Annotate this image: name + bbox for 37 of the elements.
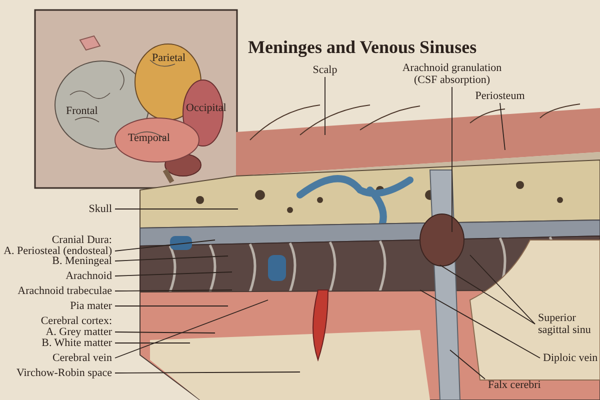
callout-label: Falx cerebri (488, 379, 541, 391)
leader-line (440, 264, 536, 324)
lobe-label: Temporal (128, 132, 170, 144)
callout-label: Cerebral vein (52, 352, 112, 364)
callout-label: Periosteum (475, 90, 525, 102)
callout-label: Superior sagittal sinu (538, 312, 598, 336)
callout-label: Arachnoid trabeculae (18, 285, 112, 297)
callout-label: Diploic vein (543, 352, 598, 364)
callout-label: B. White matter (42, 337, 112, 349)
leader-line (114, 290, 232, 292)
callout-label: Skull (88, 203, 112, 215)
callout-label: Scalp (312, 64, 338, 76)
leader-line (114, 342, 190, 344)
leader-line (114, 272, 232, 276)
leader-line (420, 290, 540, 358)
callout-label: Arachnoid granulation (CSF absorption) (394, 62, 510, 86)
callout-label: Pia mater (70, 300, 112, 312)
leader-line (450, 350, 486, 380)
group-heading: Cranial Dura: (52, 234, 112, 246)
lobe-label: Frontal (66, 105, 98, 117)
callout-label: Arachnoid (66, 270, 112, 282)
leader-line (470, 254, 536, 324)
leader-line (114, 300, 268, 358)
leader-line (324, 76, 326, 136)
group-heading: Cerebral cortex: (40, 315, 112, 327)
callout-label: Virchow-Robin space (16, 367, 112, 379)
callout-label: B. Meningeal (52, 255, 112, 267)
callout-label: A. Grey matter (46, 326, 112, 338)
title: Meninges and Venous Sinuses (248, 37, 477, 58)
leader-line (114, 332, 216, 334)
leader-line (114, 208, 238, 210)
leader-line (114, 256, 228, 262)
callout-label: A. Periosteal (endosteal) (4, 245, 112, 257)
leader-line (114, 372, 300, 374)
leader-line (114, 240, 216, 252)
leader-line (500, 102, 506, 150)
lobe-label: Parietal (152, 52, 186, 64)
